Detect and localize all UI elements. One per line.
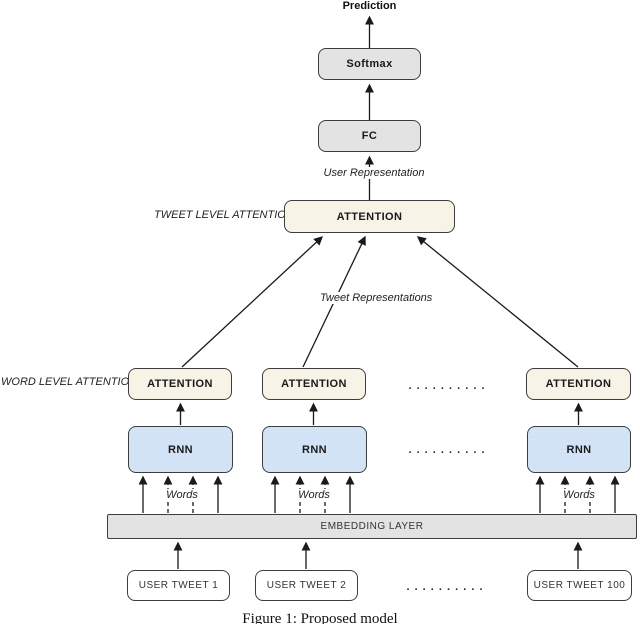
ellipsis-tweet-row: . . . . . . . . . . (406, 581, 484, 593)
word-attention-box-1: ATTENTION (128, 368, 232, 400)
words-label-1: Words (160, 489, 204, 501)
figure-caption: Figure 1: Proposed model (242, 611, 398, 624)
rnn-box-2: RNN (262, 426, 367, 473)
rnn-box-3: RNN (527, 426, 631, 473)
tweet-attention-box: ATTENTION (284, 200, 455, 233)
user-tweet-box-3: USER TWEET 100 (527, 570, 632, 601)
tweet-level-attention-label: TWEET LEVEL ATTENTION (154, 209, 294, 221)
tweet-representations-label: Tweet Representations (318, 292, 433, 304)
fc-box: FC (318, 120, 421, 152)
user-representation-label: User Representation (320, 167, 428, 179)
user-tweet-box-2: USER TWEET 2 (255, 570, 358, 601)
ellipsis-attention-row: . . . . . . . . . . (408, 380, 486, 392)
rnn-box-1: RNN (128, 426, 233, 473)
word-attention-box-3: ATTENTION (526, 368, 631, 400)
words-label-2: Words (292, 489, 336, 501)
softmax-box: Softmax (318, 48, 421, 80)
user-tweet-box-1: USER TWEET 1 (127, 570, 230, 601)
embedding-layer-bar: EMBEDDING LAYER (107, 514, 637, 539)
word-attention-box-2: ATTENTION (262, 368, 366, 400)
prediction-label: Prediction (342, 0, 397, 12)
word-level-attention-label: WORD LEVEL ATTENTION (1, 376, 138, 388)
ellipsis-rnn-row: . . . . . . . . . . (408, 444, 486, 456)
words-label-3: Words (557, 489, 601, 501)
